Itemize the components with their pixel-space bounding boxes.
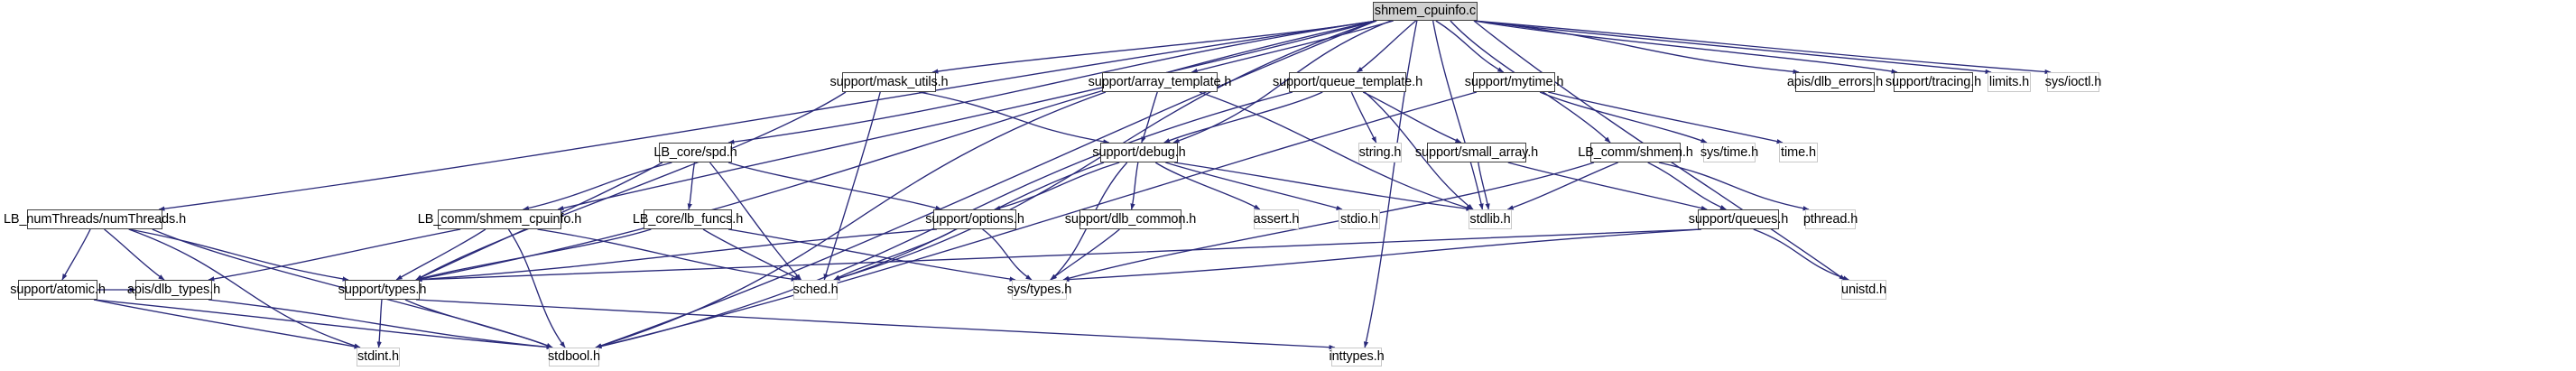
graph-edge	[1658, 162, 1810, 211]
graph-edge	[93, 299, 361, 349]
graph-edge	[395, 228, 486, 281]
graph-node-assert-h[interactable]: assert.h	[1254, 209, 1299, 229]
graph-edge	[376, 299, 383, 348]
graph-edge	[982, 228, 1033, 281]
graph-edge	[1141, 91, 1158, 144]
graph-edge	[158, 20, 1377, 211]
graph-edge	[128, 228, 361, 348]
graph-edge	[919, 91, 1110, 144]
graph-edge	[1473, 20, 2052, 75]
graph-edge	[1478, 162, 1490, 210]
graph-edge	[1191, 20, 1394, 73]
graph-node-spd[interactable]: LB_core/spd.h	[653, 143, 737, 162]
graph-edge	[1435, 20, 1505, 73]
graph-edge	[1432, 20, 1484, 210]
graph-node-tracing[interactable]: support/tracing.h	[1886, 72, 1981, 92]
graph-edge	[129, 228, 349, 282]
graph-edge	[208, 228, 461, 282]
graph-node-inttypes[interactable]: inttypes.h	[1329, 348, 1385, 366]
graph-edge	[595, 20, 1377, 348]
graph-edge	[1548, 91, 1784, 144]
graph-node-stdint[interactable]: stdint.h	[357, 348, 400, 366]
graph-node-dlb-types[interactable]: apis/dlb_types.h	[127, 280, 220, 300]
graph-node-small-array[interactable]: support/small_array.h	[1415, 143, 1538, 162]
graph-edge	[1507, 162, 1708, 211]
graph-edge	[404, 299, 553, 348]
graph-node-mask-utils[interactable]: support/mask_utils.h	[830, 72, 949, 92]
graph-edge	[507, 228, 566, 348]
graph-node-string-h[interactable]: string.h	[1358, 143, 1402, 162]
graph-node-stdbool[interactable]: stdbool.h	[548, 348, 600, 366]
graph-edge	[537, 228, 798, 282]
graph-node-dlb-common[interactable]: support/dlb_common.h	[1065, 209, 1196, 229]
graph-edge	[1363, 20, 1418, 348]
graph-edge	[1173, 162, 1473, 211]
graph-edge	[687, 162, 696, 210]
graph-edge	[1753, 228, 1849, 281]
graph-edge	[93, 299, 553, 350]
graph-edge	[1473, 20, 1800, 75]
graph-edge	[1130, 162, 1139, 210]
graph-node-shmem-cpuinfo-h[interactable]: LB_comm/shmem_cpuinfo.h	[418, 209, 581, 229]
graph-edge	[415, 91, 847, 281]
graph-node-array-template[interactable]: support/array_template.h	[1089, 72, 1232, 92]
graph-edge	[1539, 91, 1708, 144]
graph-edge	[557, 20, 1377, 211]
graph-node-stdlib-h[interactable]: stdlib.h	[1469, 209, 1512, 229]
graph-edge	[61, 228, 91, 281]
graph-node-atomic[interactable]: support/atomic.h	[10, 280, 106, 300]
graph-node-stdio-h[interactable]: stdio.h	[1339, 209, 1380, 229]
graph-node-shmem[interactable]: LB_comm/shmem.h	[1578, 143, 1693, 162]
graph-edge	[415, 228, 938, 283]
graph-node-sys-time[interactable]: sys/time.h	[1700, 143, 1758, 162]
graph-edge	[1506, 162, 1618, 210]
graph-edge	[727, 162, 942, 210]
graph-edge	[1163, 91, 1323, 144]
graph-node-unistd[interactable]: unistd.h	[1841, 280, 1886, 300]
graph-edge	[1199, 91, 1473, 210]
graph-node-queues[interactable]: support/queues.h	[1689, 209, 1788, 229]
graph-node-types[interactable]: support/types.h	[338, 280, 426, 300]
graph-edge	[1050, 228, 1120, 281]
graph-edge	[833, 228, 957, 281]
graph-node-dlb-errors[interactable]: apis/dlb_errors.h	[1787, 72, 1883, 92]
graph-node-queue-template[interactable]: support/queue_template.h	[1273, 72, 1422, 92]
graph-edge	[1356, 20, 1417, 73]
graph-edge	[415, 228, 652, 281]
graph-node-shmem-cpuinfo-c[interactable]: shmem_cpuinfo.c	[1373, 2, 1478, 21]
graph-edge	[823, 91, 881, 281]
graph-edge	[104, 228, 165, 281]
graph-edge	[702, 228, 802, 281]
graph-node-debug[interactable]: support/debug.h	[1092, 143, 1186, 162]
graph-edge	[1062, 228, 1702, 283]
graph-edge	[1165, 162, 1343, 210]
graph-node-numThreads[interactable]: LB_numThreads/numThreads.h	[4, 209, 186, 229]
graph-edge	[727, 20, 1377, 144]
graph-edge	[994, 162, 1120, 210]
graph-node-sys-types[interactable]: sys/types.h	[1007, 280, 1071, 300]
graph-edge	[415, 299, 1336, 350]
graph-edge	[1473, 20, 1898, 74]
graph-node-mytime[interactable]: support/mytime.h	[1465, 72, 1563, 92]
graph-edge	[415, 20, 1377, 282]
graph-node-sys-ioctl[interactable]: sys/ioctl.h	[2045, 72, 2101, 92]
graph-node-time-h[interactable]: time.h	[1779, 143, 1818, 162]
graph-edge	[595, 91, 1478, 349]
graph-edge	[1062, 162, 1595, 281]
graph-edge	[1362, 91, 1462, 144]
graph-edge	[1154, 162, 1261, 210]
graph-edge	[709, 162, 802, 281]
graph-edge	[727, 228, 1016, 282]
graph-edge	[1473, 20, 1992, 75]
graph-edge	[1647, 162, 1727, 210]
graph-node-pthread[interactable]: pthread.h	[1803, 209, 1858, 229]
graph-edge	[1350, 91, 1377, 144]
graph-node-lb-funcs[interactable]: LB_core/lb_funcs.h	[633, 209, 743, 229]
graph-node-options[interactable]: support/options.h	[925, 209, 1024, 229]
graph-node-sched[interactable]: sched.h	[792, 280, 839, 300]
graph-node-limits[interactable]: limits.h	[1988, 72, 2031, 92]
